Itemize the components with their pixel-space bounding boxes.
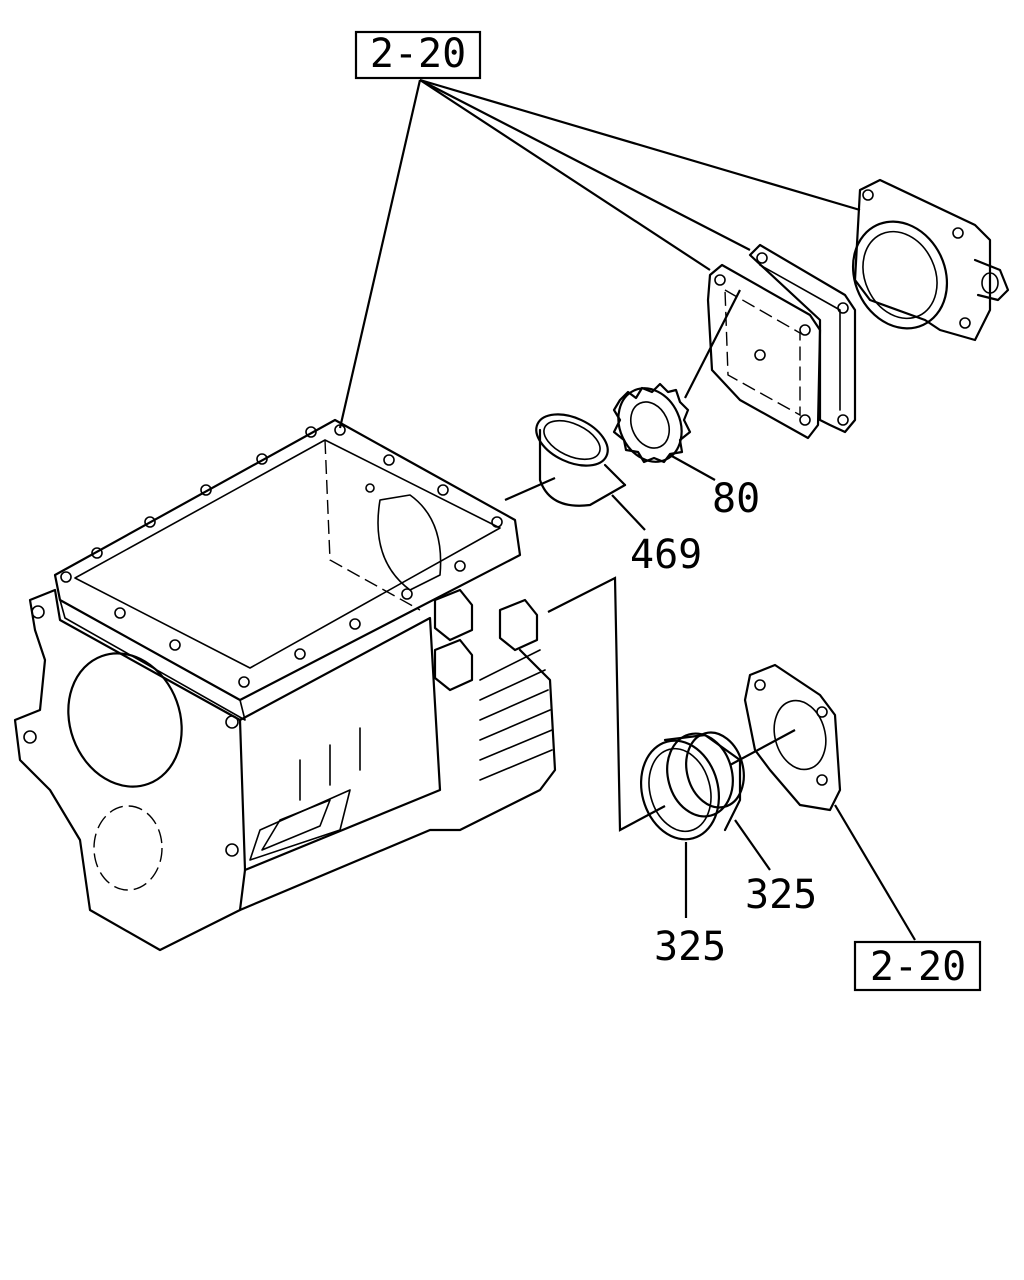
gear-part-80	[612, 382, 692, 464]
cover-plate-bottom	[743, 663, 842, 812]
transmission-case	[13, 418, 557, 952]
callout-ref-bottom-text: 2-20	[870, 944, 966, 990]
gasket-top	[706, 243, 857, 440]
callout-part-469: 469	[630, 532, 702, 578]
callout-part-80: 80	[712, 476, 760, 522]
bearing-retainer-top	[851, 178, 1010, 342]
callout-ref-top: 2-20	[354, 30, 482, 80]
callout-ref-top-text: 2-20	[370, 31, 466, 77]
bushing-part-469	[535, 413, 627, 507]
callout-ref-bottom: 2-20	[853, 940, 982, 992]
seals-part-325	[639, 731, 745, 841]
leader-lines	[338, 78, 916, 941]
callout-part-325-right: 325	[745, 872, 817, 918]
callout-part-325-left: 325	[654, 924, 726, 970]
